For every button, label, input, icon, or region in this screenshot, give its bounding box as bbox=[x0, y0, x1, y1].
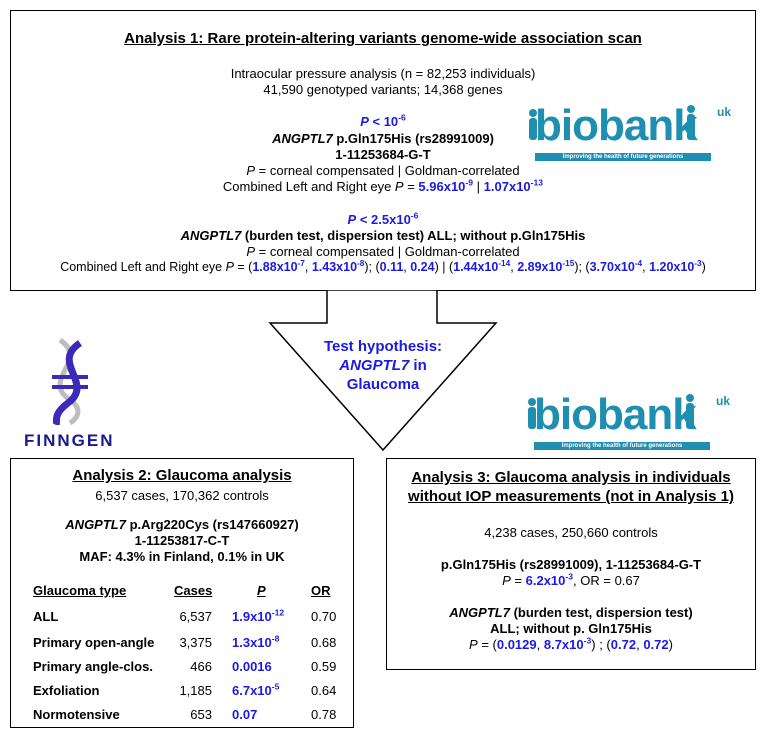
analysis3-box: Analysis 3: Glaucoma analysis in individ… bbox=[386, 458, 756, 670]
analysis3-counts: 4,238 cases, 250,660 controls bbox=[484, 525, 658, 540]
arrow-text-3: Glaucoma bbox=[346, 376, 420, 393]
table-row-type: Normotensive bbox=[33, 707, 120, 722]
table-row-type: Exfoliation bbox=[33, 683, 100, 698]
biobank-logo-bottom: biobank uk Improving the health of futur… bbox=[520, 388, 740, 452]
analysis2-counts: 6,537 cases, 170,362 controls bbox=[95, 488, 269, 503]
analysis3-burden-scope: ALL; without p. Gln175His bbox=[490, 621, 652, 636]
table-row-cases: 1,185 bbox=[179, 683, 212, 698]
table-row-p: 0.0016 bbox=[232, 659, 272, 674]
analysis3-variant: p.Gln175His (rs28991009), 1-11253684-G-T bbox=[440, 557, 702, 572]
analysis1-combined-p: Combined Left and Right eye P = 5.96x10-… bbox=[222, 177, 544, 194]
analysis3-title-2: without IOP measurements (not in Analysi… bbox=[408, 488, 734, 505]
table-header-type: Glaucoma type bbox=[33, 583, 127, 598]
analysis1-threshold-2: P < 2.5x10-6 bbox=[347, 210, 419, 227]
table-row-or: 0.64 bbox=[311, 683, 337, 698]
analysis3-burden-p: P = (0.0129, 8.7x10-3) ; (0.72, 0.72) bbox=[469, 635, 673, 652]
analysis2-maf: MAF: 4.3% in Finland, 0.1% in UK bbox=[79, 549, 285, 564]
table-row-type: Primary open-angle bbox=[33, 635, 155, 650]
finngen-wordmark: FINNGEN bbox=[24, 431, 115, 450]
table-row-or: 0.68 bbox=[311, 635, 337, 650]
analysis3-burden-test: ANGPTL7 (burden test, dispersion test) bbox=[449, 605, 693, 620]
table-row-type: ALL bbox=[33, 609, 59, 624]
table-header-cases: Cases bbox=[174, 583, 213, 598]
analysis1-box: Analysis 1: Rare protein-altering varian… bbox=[10, 10, 756, 291]
table-row-or: 0.59 bbox=[311, 659, 337, 674]
analysis1-variant-counts: 41,590 genotyped variants; 14,368 genes bbox=[263, 82, 503, 97]
table-row-cases: 653 bbox=[190, 707, 212, 722]
biobank-logo-top: biobank uk Improving the health of futur… bbox=[521, 99, 741, 163]
analysis1-p-note-2: P = corneal compensated | Goldman-correl… bbox=[246, 244, 520, 259]
table-row-cases: 3,375 bbox=[179, 635, 212, 650]
analysis1-burden-test: ANGPTL7 (burden test, dispersion test) A… bbox=[180, 228, 586, 243]
biobank-tagline-2: Improving the health of future generatio… bbox=[534, 442, 710, 450]
biobank-uk-mark-2: uk bbox=[716, 394, 731, 408]
table-header-or: OR bbox=[311, 583, 331, 598]
table-header-p: P bbox=[257, 583, 266, 598]
table-row-or: 0.78 bbox=[311, 707, 337, 722]
biobank-tagline: Improving the health of future generatio… bbox=[535, 153, 711, 161]
analysis2-locus: 1-11253817-C-T bbox=[134, 533, 230, 548]
analysis1-title: Analysis 1: Rare protein-altering varian… bbox=[124, 30, 642, 47]
analysis1-combined-p-2: Combined Left and Right eye P = (1.88x10… bbox=[60, 258, 706, 274]
arrow-text-1: Test hypothesis: bbox=[323, 338, 443, 355]
glaucoma-table: Glaucoma type Cases P OR ALL 6,537 1.9x1… bbox=[11, 583, 355, 723]
table-row-p: 1.3x10-8 bbox=[232, 633, 280, 650]
biobank-wordmark-2: biobank bbox=[534, 390, 697, 439]
biobank-figures-icon bbox=[529, 105, 695, 140]
analysis1-p-note: P = corneal compensated | Goldman-correl… bbox=[246, 163, 520, 178]
table-row-or: 0.70 bbox=[311, 609, 337, 624]
table-row-type: Primary angle-clos. bbox=[33, 659, 153, 674]
finngen-dna-icon bbox=[52, 337, 88, 425]
biobank-uk-mark: uk bbox=[717, 105, 732, 119]
arrow-text-2: ANGPTL7 in bbox=[339, 357, 427, 374]
analysis2-variant: ANGPTL7 p.Arg220Cys (rs147660927) bbox=[65, 517, 299, 532]
analysis1-locus: 1-11253684-G-T bbox=[335, 147, 431, 162]
table-row-cases: 6,537 bbox=[179, 609, 212, 624]
analysis2-title: Analysis 2: Glaucoma analysis bbox=[72, 467, 292, 484]
analysis1-threshold-1: P < 10-6 bbox=[360, 112, 406, 129]
analysis2-box: Analysis 2: Glaucoma analysis 6,537 case… bbox=[10, 458, 354, 728]
table-row-p: 1.9x10-12 bbox=[232, 607, 285, 624]
table-row-p: 6.7x10-5 bbox=[232, 681, 280, 698]
table-row-p: 0.07 bbox=[232, 707, 258, 722]
biobank-figures-icon-2 bbox=[528, 394, 694, 429]
table-row-cases: 466 bbox=[190, 659, 212, 674]
hypothesis-arrow bbox=[268, 290, 498, 452]
analysis3-variant-p: P = 6.2x10-3, OR = 0.67 bbox=[502, 571, 640, 588]
analysis3-title-1: Analysis 3: Glaucoma analysis in individ… bbox=[411, 469, 731, 486]
analysis1-sample-size: Intraocular pressure analysis (n = 82,25… bbox=[230, 66, 536, 81]
biobank-wordmark: biobank bbox=[535, 101, 698, 150]
analysis1-variant: ANGPTL7 p.Gln175His (rs28991009) bbox=[272, 131, 494, 146]
